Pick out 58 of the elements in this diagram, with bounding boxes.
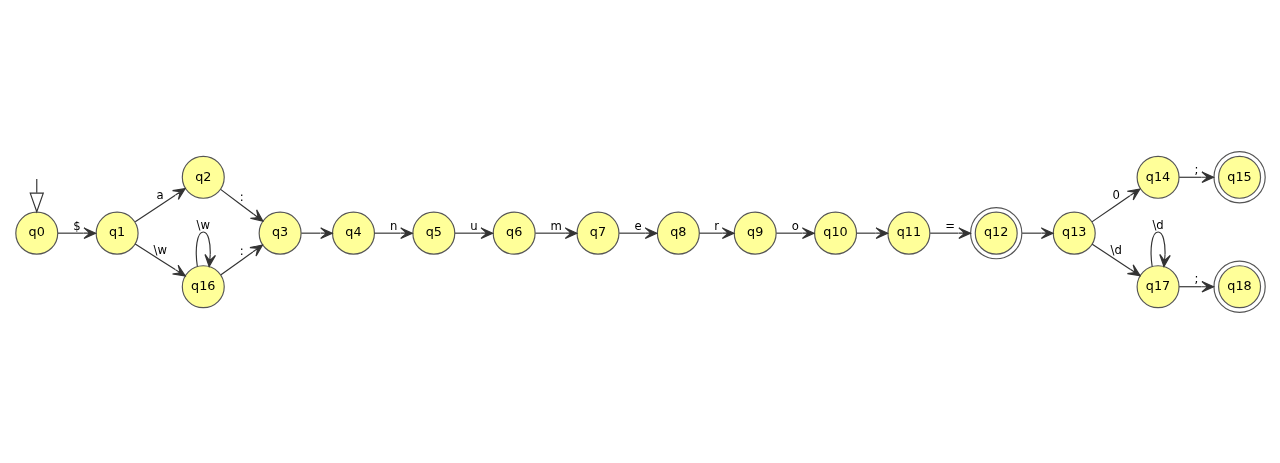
edge-label: u: [469, 218, 478, 233]
node-circle: q7: [575, 211, 620, 255]
edge-label: $: [72, 218, 81, 233]
node-circle: q15: [1212, 150, 1266, 203]
arrow: [929, 226, 971, 239]
node-circle: q4: [331, 211, 375, 255]
node-circle: q2: [181, 155, 225, 199]
node-circle: q17: [1136, 264, 1180, 308]
arrow: [134, 242, 186, 276]
edge-label: 0: [1111, 187, 1120, 202]
edge-label: ;: [1194, 271, 1198, 286]
node-circle: q16: [181, 264, 225, 308]
arrow: [373, 226, 413, 239]
arrow: [134, 187, 186, 222]
edge-label: \w: [152, 242, 167, 257]
edge-label: m: [549, 218, 562, 233]
node-circle: q6: [492, 211, 536, 255]
edge-label: \d: [1110, 242, 1122, 257]
node-circle: q12: [969, 206, 1022, 259]
arrow: [1178, 280, 1214, 293]
arrow: [1150, 230, 1171, 267]
node-circle: q9: [733, 211, 777, 255]
node-circle: q0: [14, 211, 58, 255]
edge-label: :: [239, 243, 244, 258]
edge-label: o: [791, 218, 799, 233]
edge-label: r: [713, 218, 719, 233]
node-circle: q3: [258, 211, 302, 255]
arrow: [775, 226, 815, 239]
node-circle: q18: [1212, 260, 1266, 313]
node-circle: q11: [886, 211, 930, 255]
edge-label: =: [944, 218, 955, 233]
arrow: [56, 226, 96, 239]
edge-label: ;: [1194, 162, 1198, 177]
node-circle: q14: [1136, 155, 1180, 199]
node-circle: q1: [95, 211, 139, 255]
arrow: [300, 226, 333, 239]
edge-label: \d: [1151, 217, 1164, 232]
arrow: [1178, 170, 1214, 183]
node-circle: q8: [656, 211, 700, 255]
node-circle: q13: [1052, 211, 1096, 255]
arrow: [195, 230, 216, 267]
arrow: [698, 226, 735, 239]
arrow: [618, 226, 657, 239]
arrow: [534, 226, 577, 239]
arrow: [1091, 243, 1141, 276]
node-circle: q5: [411, 211, 455, 255]
node-circle: q10: [813, 211, 857, 255]
arrow: [1090, 187, 1140, 222]
arrow: [454, 226, 493, 239]
edge-label: n: [389, 218, 397, 233]
edge-label: \w: [196, 217, 210, 232]
arrow: [219, 188, 263, 222]
arrow: [219, 243, 263, 275]
edge-label: e: [634, 218, 642, 233]
edge-label: a: [156, 187, 164, 202]
arrow: [855, 226, 888, 239]
edge-label: :: [239, 189, 244, 204]
arrow: [1021, 226, 1054, 239]
